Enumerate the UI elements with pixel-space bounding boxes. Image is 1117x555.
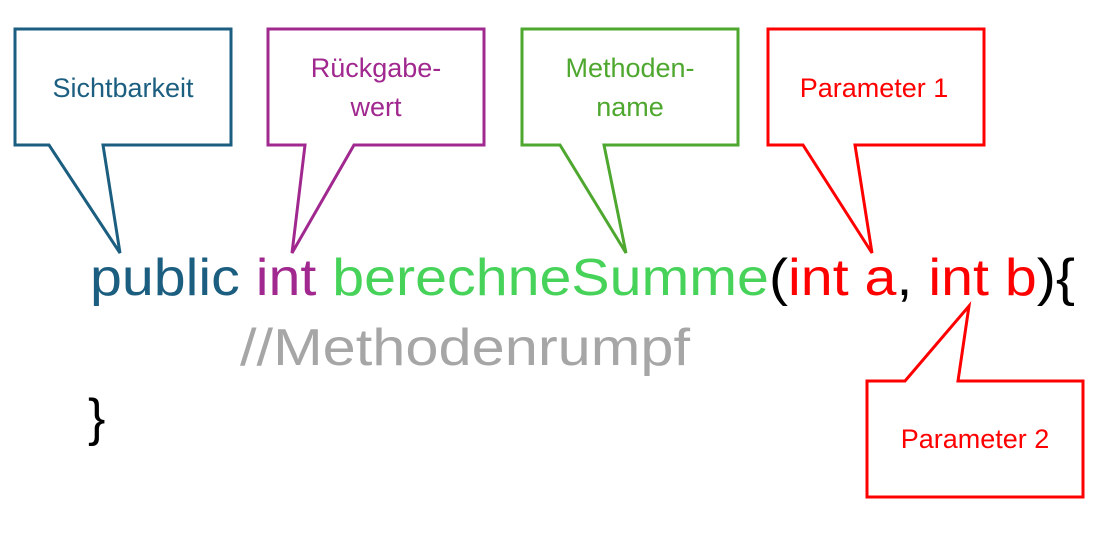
code-param-1: int a	[788, 249, 896, 307]
code-return-type: int	[256, 249, 317, 307]
callout-return-type: Rückgabe- wert	[266, 27, 486, 254]
callout-parameter-1: Parameter 1	[766, 27, 986, 254]
code-closing-brace: }	[88, 389, 105, 447]
code-close-paren-brace: ){	[1037, 249, 1075, 307]
callout-method-name-line2: name	[596, 92, 664, 122]
callout-return-type-shape	[266, 27, 486, 254]
callout-parameter-2: Parameter 2	[865, 301, 1085, 499]
callout-visibility: Sichtbarkeit	[13, 27, 233, 254]
method-signature-line: public int berechneSumme(int a, int b){	[90, 249, 1075, 307]
code-method-name: berechneSumme	[332, 249, 769, 307]
code-param-2: int b	[928, 249, 1036, 307]
callout-return-type-line1: Rückgabe-	[311, 53, 442, 83]
code-comment: //Methodenrumpf	[240, 319, 691, 377]
callout-method-name-shape	[520, 27, 740, 254]
callout-parameter-2-shape	[865, 301, 1085, 499]
callout-parameter-1-shape	[766, 27, 986, 254]
callout-return-type-line2: wert	[349, 92, 402, 122]
callout-parameter-2-label: Parameter 2	[901, 424, 1050, 454]
callout-method-name-line1: Methoden-	[565, 53, 694, 83]
code-open-paren: (	[769, 249, 789, 307]
callout-method-name: Methoden- name	[520, 27, 740, 254]
code-visibility: public	[90, 249, 240, 307]
code-comma: ,	[896, 249, 928, 307]
callout-visibility-shape	[13, 27, 233, 254]
callout-visibility-label: Sichtbarkeit	[52, 73, 194, 103]
callout-parameter-1-label: Parameter 1	[800, 73, 949, 103]
